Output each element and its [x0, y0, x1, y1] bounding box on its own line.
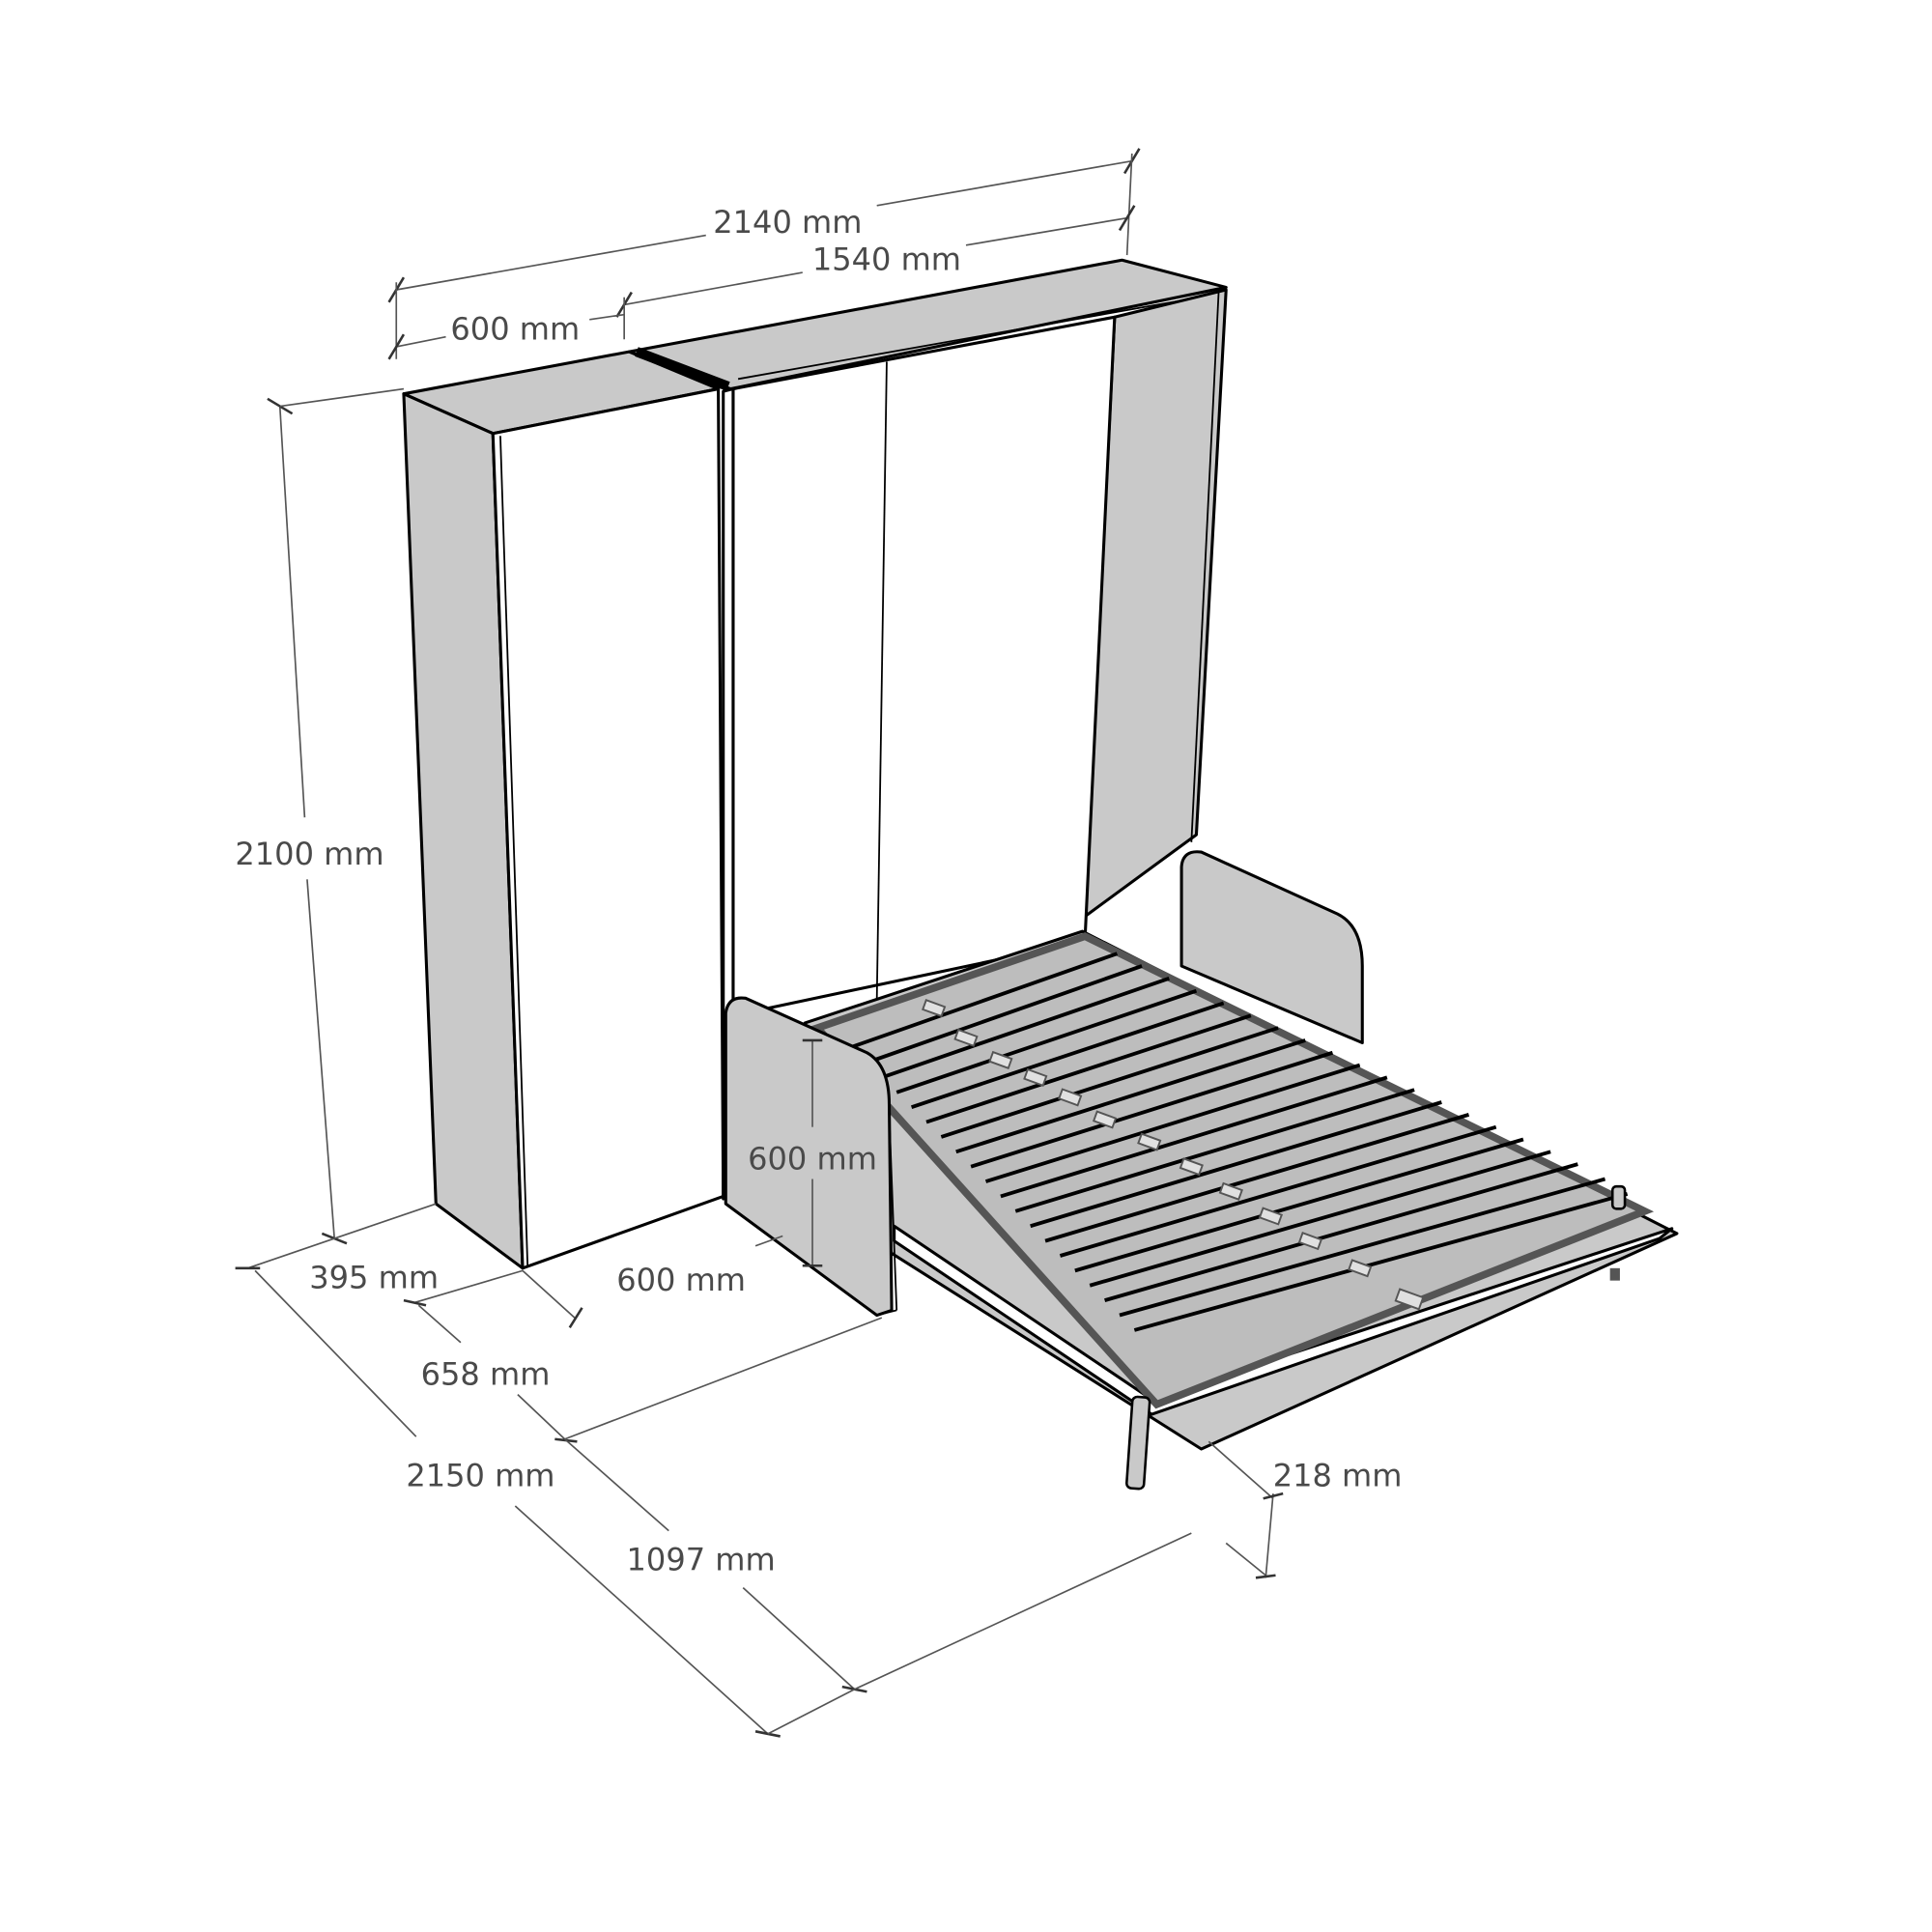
bed-frame [803, 929, 1679, 1491]
dimension-annotations: 2140 mm 1540 mm 600 mm 2100 mm [235, 148, 1403, 1738]
slat-center-supports [922, 999, 1425, 1311]
slat-frame [810, 932, 1655, 1409]
bed-slats [848, 952, 1629, 1332]
dim-bed-unit-width: 1540 mm [615, 205, 1136, 340]
dim-bed-projection: 1097 mm [564, 1438, 1192, 1735]
side-cabinet [402, 350, 725, 1270]
dim-total-depth: 2150 mm [254, 1269, 781, 1738]
dim-height: 2100 mm [235, 387, 437, 1245]
sofa-right-arm [1179, 850, 1364, 1045]
bed-wall-unit [627, 258, 1228, 1201]
sofa-left-arm [724, 996, 898, 1318]
bed-unit-recess [731, 315, 1117, 1017]
dim-floor-clearance: 218 mm [1208, 1440, 1403, 1579]
label-218: 218 mm [1273, 1457, 1403, 1493]
recess-center-seam [875, 361, 888, 1001]
dim-cabinet-depth: 395 mm [235, 1237, 439, 1295]
label-600-arm: 600 mm [748, 1140, 877, 1177]
label-600-floor: 600 mm [616, 1262, 746, 1298]
cabinet-door [491, 387, 725, 1270]
dim-unit-depth: 658 mm [403, 1269, 883, 1443]
label-600-top: 600 mm [450, 310, 580, 347]
label-395: 395 mm [309, 1259, 439, 1295]
bed-leg-right [1610, 1184, 1627, 1210]
dim-sofa-height: 600 mm [748, 1038, 877, 1267]
label-2150: 2150 mm [406, 1457, 554, 1493]
bed-leg-front [1125, 1395, 1151, 1491]
label-658: 658 mm [421, 1355, 551, 1392]
dim-cabinet-width: 600 mm [387, 310, 625, 360]
label-1097: 1097 mm [627, 1542, 776, 1578]
label-2140: 2140 mm [713, 204, 862, 241]
label-1540: 1540 mm [812, 241, 961, 277]
dim-sofa-depth: 600 mm [522, 1235, 783, 1329]
dim-total-width: 2140 mm [387, 148, 1141, 359]
label-2100: 2100 mm [235, 836, 384, 872]
